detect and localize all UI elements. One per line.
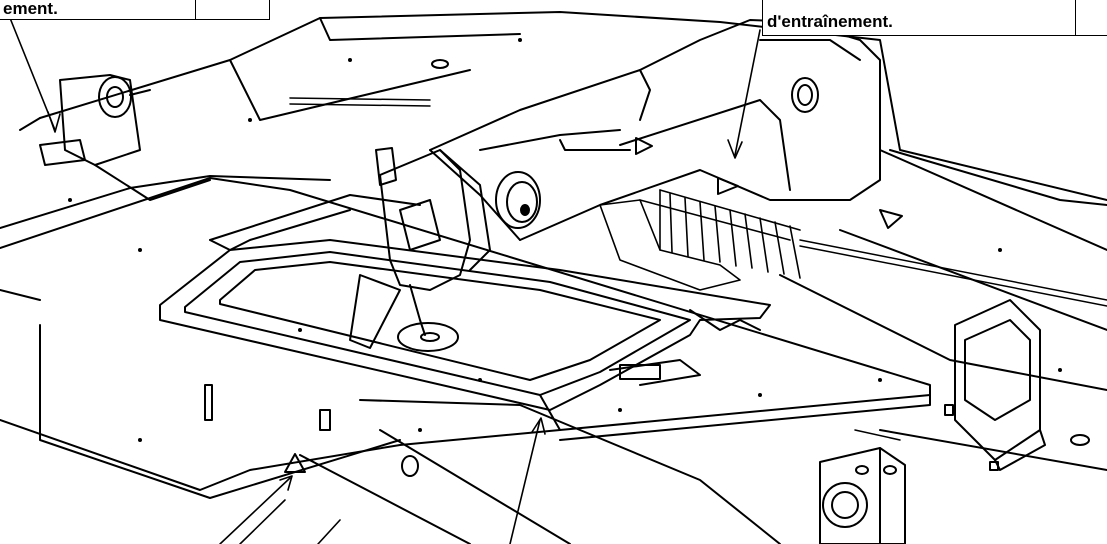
needle-plate [397,322,459,352]
screw-dots [68,38,1062,442]
table-rails [289,97,1107,441]
callout-top-right-cell [1075,0,1076,35]
callout-top-right-text: d'entraînement. [767,12,893,31]
frame-clamp-arms [229,209,761,386]
needle-head [349,147,491,349]
power-switch-box [819,447,906,544]
callout-top-left-cell [195,0,196,19]
bellows-cover [599,189,801,291]
leader-line-right [734,29,761,156]
callout-top-left: ement. [0,0,270,20]
warning-marks [284,137,903,473]
warning-triangle-icon [635,137,653,155]
arrow-head-icon [47,111,61,133]
sewing-machine-arm [429,19,881,241]
bobbin-winder [39,74,211,201]
warning-triangle-icon [717,177,739,195]
callout-top-left-text: ement. [3,0,58,18]
arrow-head-icon [279,475,293,491]
support-bracket [204,384,781,544]
warning-triangle-icon [284,453,306,473]
handwheel [495,171,541,229]
warning-triangle-icon [879,209,903,229]
leader-lines [9,17,761,544]
leader-line-left [9,17,56,131]
operation-panel [944,299,1046,471]
callout-top-right: d'entraînement. [762,0,1107,36]
leader-line-bottom [509,419,541,544]
front-table-panel [0,177,931,499]
leader-line-bottom-left [219,477,291,544]
arrow-head-icon [531,417,546,435]
arrow-head-icon [727,139,743,159]
sewing-frame [159,194,771,431]
machine-table-outline [0,11,1107,471]
